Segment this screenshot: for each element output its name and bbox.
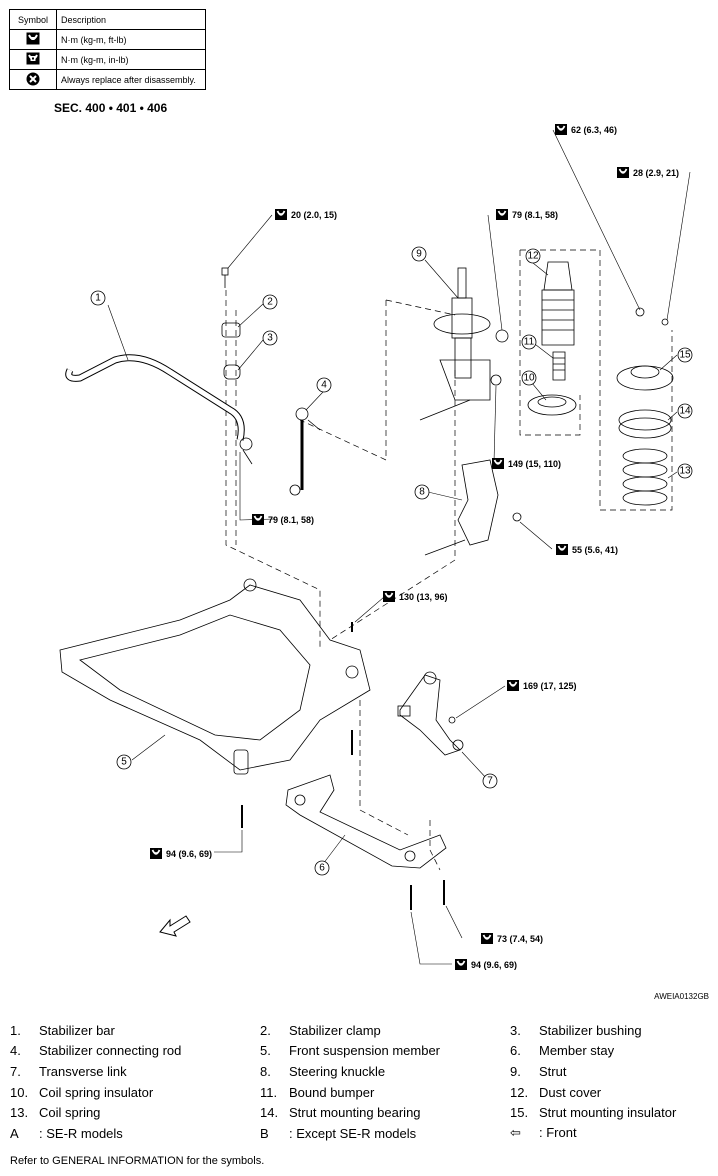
parts-row: 1.Stabilizer bar 2.Stabilizer clamp 3.St… <box>10 1020 710 1041</box>
parts-row: 4.Stabilizer connecting rod 5.Front susp… <box>10 1041 710 1062</box>
svg-text:3: 3 <box>267 333 273 344</box>
list-item: 1.Stabilizer bar <box>10 1022 115 1038</box>
legend-row-text: Always replace after disassembly. <box>56 69 206 90</box>
torque-wrench-inlb-icon <box>26 52 40 65</box>
callout-6: 6 <box>314 860 330 876</box>
callout-2: 2 <box>262 294 278 310</box>
svg-text:14: 14 <box>679 406 691 417</box>
parts-row: 10.Coil spring insulator 11.Bound bumper… <box>10 1082 710 1103</box>
list-item: 15.Strut mounting insulator <box>510 1105 677 1121</box>
callout-8: 8 <box>414 484 430 500</box>
list-item: A: SE-R models <box>10 1125 123 1141</box>
parts-row: A: SE-R models B: Except SE-R models ⇦: … <box>10 1123 710 1144</box>
torque-label: 79 (8.1, 58) <box>268 515 314 525</box>
list-item: 5.Front suspension member <box>260 1043 441 1059</box>
torque-label: 94 (9.6, 69) <box>166 849 212 859</box>
list-item: B: Except SE-R models <box>260 1125 417 1141</box>
svg-text:6: 6 <box>319 863 325 874</box>
list-item: 12.Dust cover <box>510 1084 602 1100</box>
list-item: 14.Strut mounting bearing <box>260 1105 421 1121</box>
list-item: 3.Stabilizer bushing <box>510 1022 642 1038</box>
callout-12: 12 <box>525 248 541 264</box>
list-item: 11.Bound bumper <box>260 1084 375 1100</box>
callout-14: 14 <box>677 403 693 419</box>
svg-text:13: 13 <box>679 466 691 477</box>
parts-row: 13.Coil spring 14.Strut mounting bearing… <box>10 1102 710 1123</box>
callout-7: 7 <box>482 773 498 789</box>
list-item: 2.Stabilizer clamp <box>260 1022 381 1038</box>
list-item: ⇦: Front <box>510 1125 577 1141</box>
svg-text:5: 5 <box>121 757 127 768</box>
section-title: SEC. 400 • 401 • 406 <box>54 101 168 115</box>
list-item: 9.Strut <box>510 1063 567 1079</box>
callout-13: 13 <box>677 463 693 479</box>
callout-10: 10 <box>521 370 537 386</box>
svg-text:9: 9 <box>416 249 422 260</box>
svg-text:4: 4 <box>321 380 327 391</box>
callout-3: 3 <box>262 330 278 346</box>
callout-15: 15 <box>677 347 693 363</box>
torque-label: 130 (13, 96) <box>399 592 448 602</box>
svg-text:11: 11 <box>524 337 535 348</box>
callout-11: 11 <box>521 334 537 350</box>
list-item: 13.Coil spring <box>10 1105 101 1121</box>
torque-label: 20 (2.0, 15) <box>291 210 337 220</box>
svg-text:8: 8 <box>419 487 425 498</box>
torque-label: 55 (5.6, 41) <box>572 545 618 555</box>
torque-label: 79 (8.1, 58) <box>512 210 558 220</box>
torque-wrench-nm-icon <box>26 32 40 45</box>
parts-list: 1.Stabilizer bar 2.Stabilizer clamp 3.St… <box>10 1020 710 1144</box>
list-item: 8.Steering knuckle <box>260 1063 386 1079</box>
list-item: 6.Member stay <box>510 1043 615 1059</box>
list-item: 4.Stabilizer connecting rod <box>10 1043 182 1059</box>
always-replace-icon <box>26 72 40 85</box>
figure-code: AWEIA0132GB <box>654 992 709 1001</box>
svg-text:7: 7 <box>487 776 493 787</box>
torque-label: 94 (9.6, 69) <box>471 960 517 970</box>
torque-label: 28 (2.9, 21) <box>633 168 679 178</box>
front-arrow-icon: ⇦ <box>510 1125 521 1141</box>
torque-label: 169 (17, 125) <box>523 681 577 691</box>
callout-5: 5 <box>116 754 132 770</box>
callout-4: 4 <box>316 377 332 393</box>
torque-label: 149 (15, 110) <box>508 459 561 469</box>
parts-row: 7.Transverse link 8.Steering knuckle 9.S… <box>10 1061 710 1082</box>
svg-text:12: 12 <box>527 251 539 262</box>
list-item: 7.Transverse link <box>10 1063 127 1079</box>
symbol-legend-table: Symbol Description N·m (kg-m, ft-lb) N·m… <box>9 9 206 90</box>
svg-text:1: 1 <box>95 293 101 304</box>
svg-text:15: 15 <box>679 350 691 361</box>
callout-9: 9 <box>411 246 427 262</box>
callout-1: 1 <box>90 290 106 306</box>
svg-text:2: 2 <box>267 297 273 308</box>
suspension-exploded-diagram: 62 (6.3, 46) 28 (2.9, 21) 20 (2.0, 15) 7… <box>59 123 693 971</box>
svg-text:10: 10 <box>523 373 535 384</box>
list-item: 10.Coil spring insulator <box>10 1084 154 1100</box>
torque-label: 73 (7.4, 54) <box>497 934 543 944</box>
symbols-note: Refer to GENERAL INFORMATION for the sym… <box>10 1155 265 1167</box>
torque-label: 62 (6.3, 46) <box>571 125 617 135</box>
